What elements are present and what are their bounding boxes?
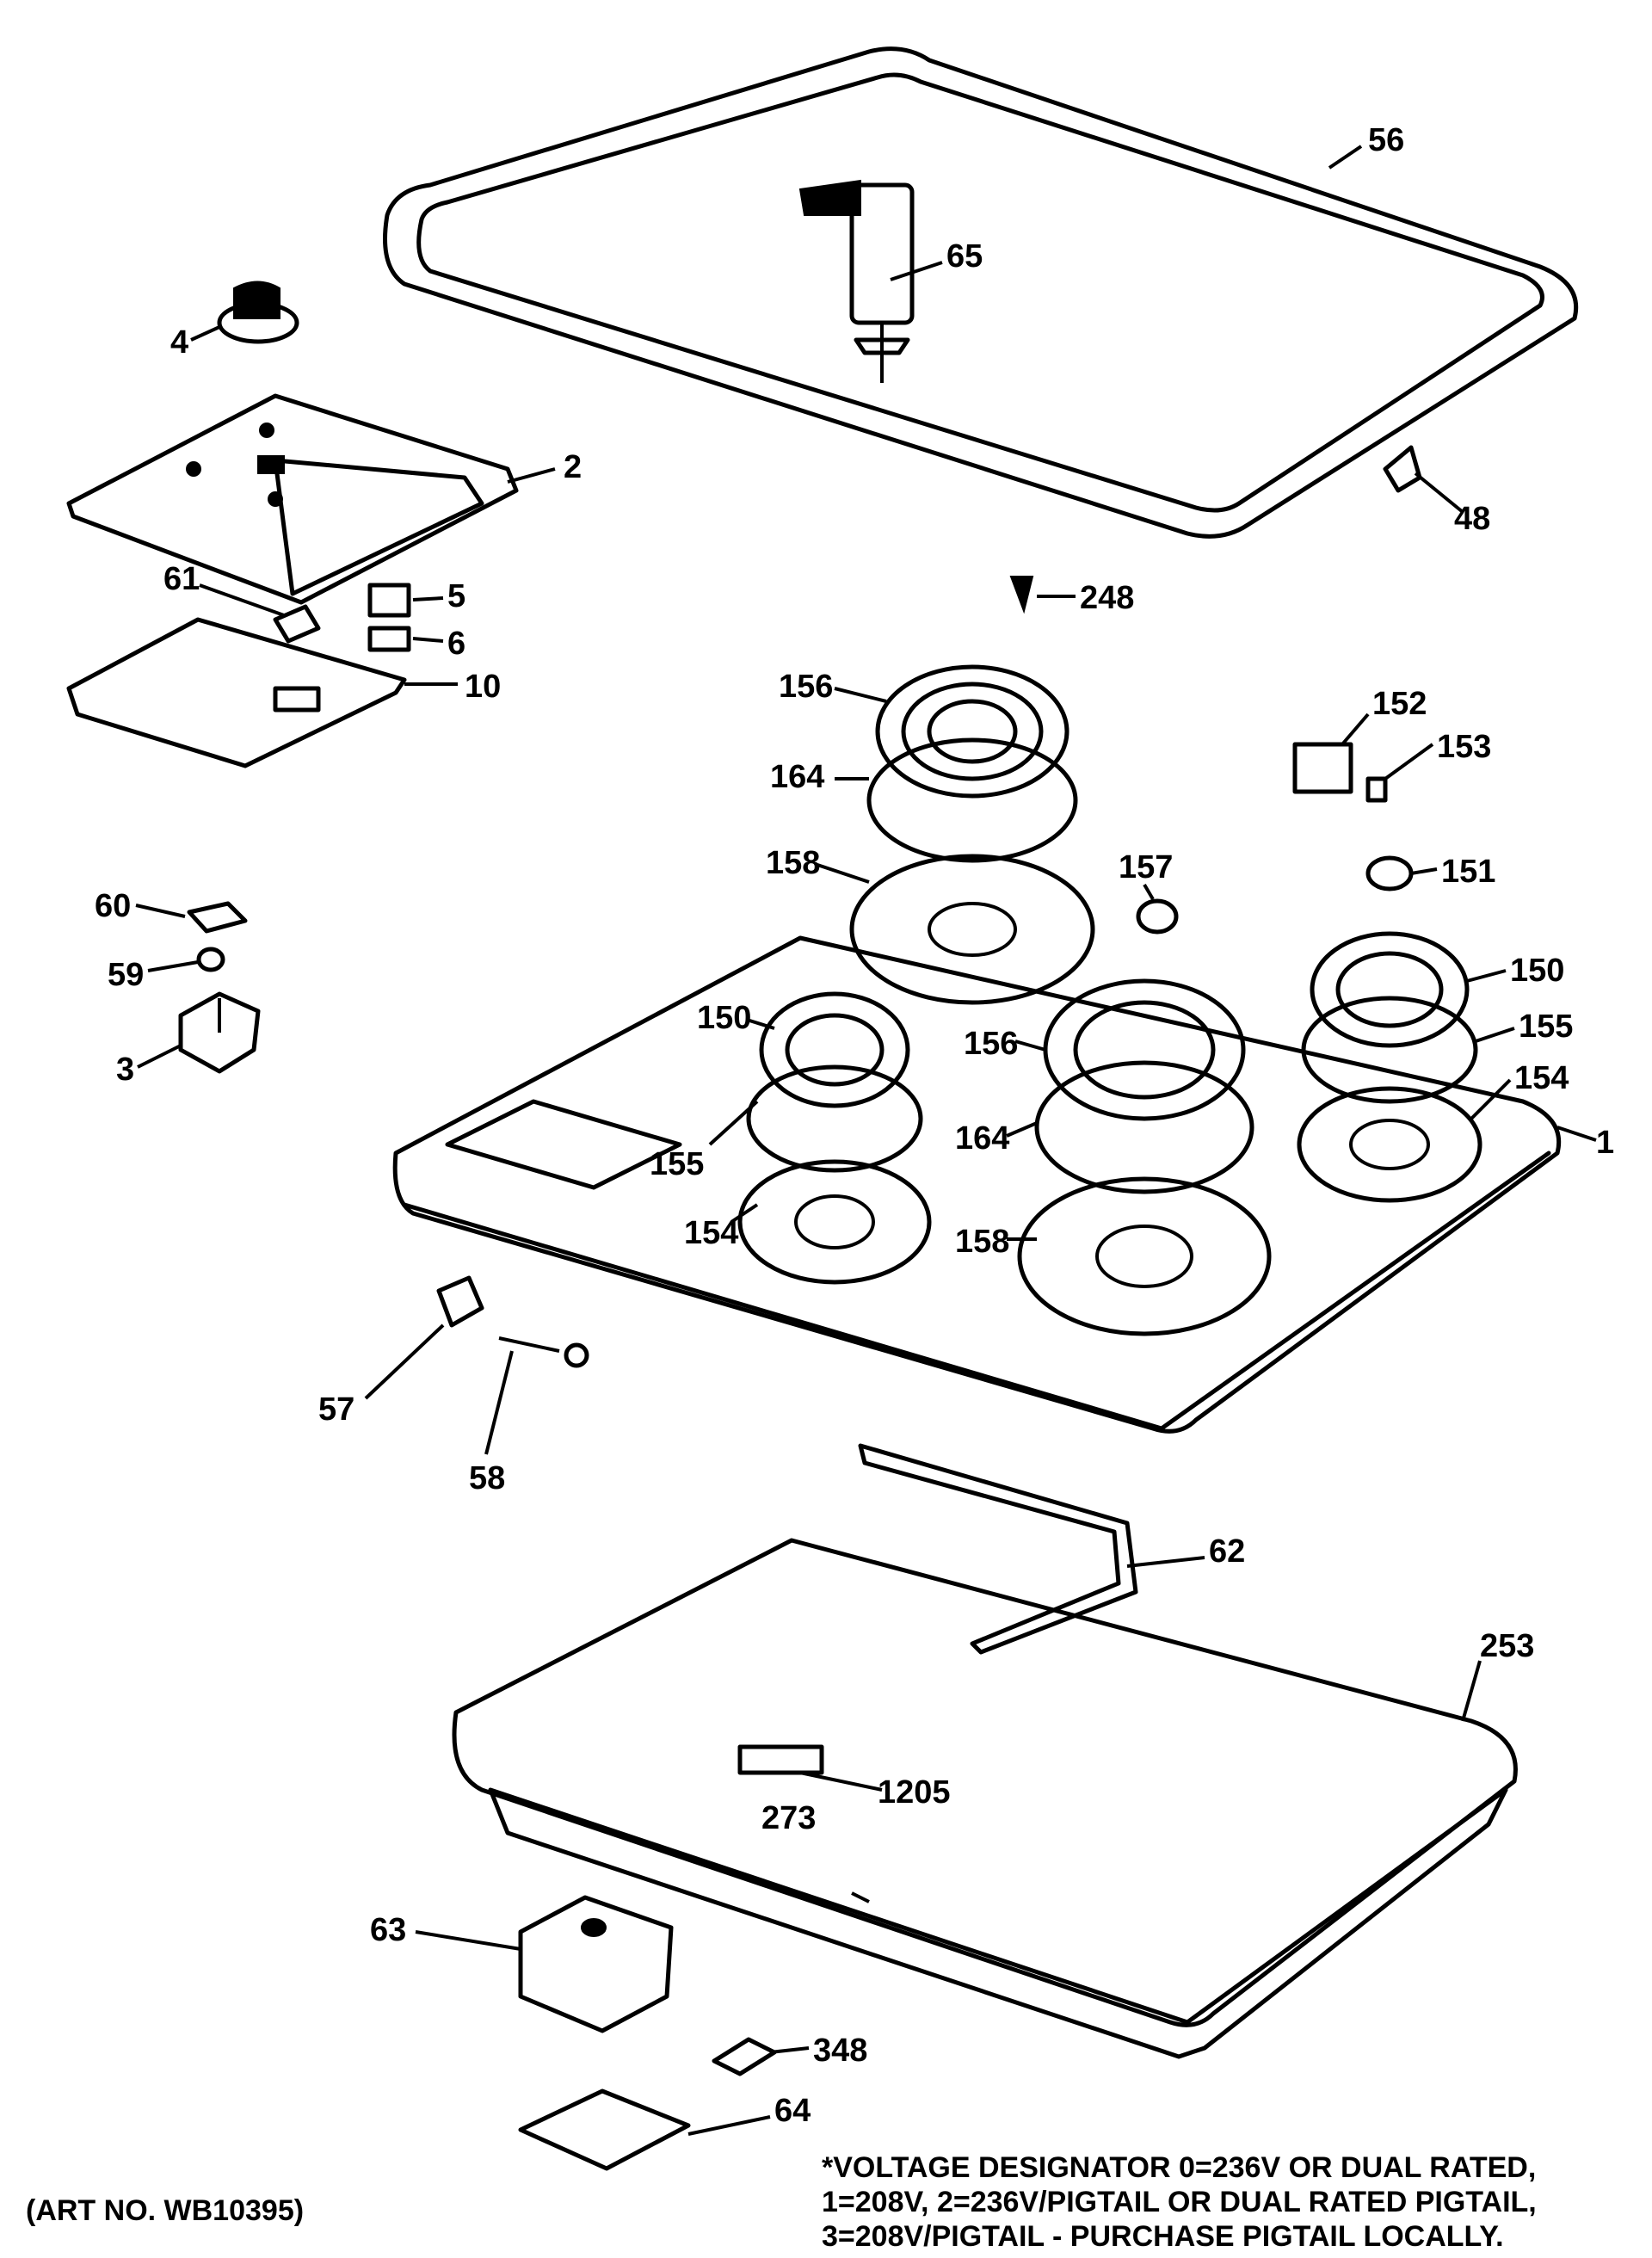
callout-150-left: 150 <box>697 1000 751 1036</box>
callout-56: 56 <box>1368 122 1404 158</box>
callout-253: 253 <box>1480 1628 1534 1664</box>
callout-63: 63 <box>370 1912 406 1948</box>
bolt-part <box>498 1336 589 1368</box>
callout-157: 157 <box>1119 849 1173 885</box>
callout-348: 348 <box>813 2033 867 2069</box>
label-60-part <box>187 901 248 934</box>
retainer-clip-part <box>436 1275 484 1328</box>
infinite-switch-part <box>178 991 261 1074</box>
cover-plate-64-part <box>518 2088 691 2171</box>
callout-65: 65 <box>946 238 983 275</box>
callout-6: 6 <box>447 626 465 662</box>
callout-164-center: 164 <box>955 1120 1009 1157</box>
callout-61: 61 <box>163 561 200 597</box>
callout-48: 48 <box>1454 501 1490 537</box>
callout-155-left: 155 <box>650 1146 704 1182</box>
callout-156-top: 156 <box>779 669 833 705</box>
callout-62: 62 <box>1209 1533 1245 1570</box>
voltage-note-line-2: 1=208V, 2=236V/PIGTAIL OR DUAL RATED PIG… <box>822 2186 1537 2218</box>
trim-frame-part <box>383 46 1579 539</box>
callout-64: 64 <box>774 2093 811 2129</box>
voltage-note-line-1: *VOLTAGE DESIGNATOR 0=236V OR DUAL RATED… <box>822 2151 1536 2184</box>
callout-57: 57 <box>318 1391 354 1428</box>
callout-60: 60 <box>95 888 131 924</box>
bracket-348-part <box>712 2037 777 2076</box>
spacer-59-part <box>196 947 225 972</box>
switch-part <box>367 583 411 618</box>
small-burner-right-part <box>1297 931 1482 1203</box>
burner-box-part <box>452 1538 1518 2059</box>
voltage-note-line-3: 3=208V/PIGTAIL - PURCHASE PIGTAIL LOCALL… <box>822 2220 1504 2253</box>
callout-154-left: 154 <box>684 1215 738 1251</box>
cover-plate-part <box>858 1443 1138 1655</box>
screw-part <box>1009 576 1034 614</box>
leader-lines <box>135 145 1597 2136</box>
callout-154-right: 154 <box>1514 1060 1569 1096</box>
callout-2: 2 <box>564 449 582 485</box>
mounting-board-part <box>66 617 407 768</box>
callout-155-right: 155 <box>1519 1009 1573 1045</box>
callout-151: 151 <box>1441 854 1495 890</box>
callout-3: 3 <box>116 1052 134 1088</box>
mounting-clip-part <box>1383 445 1422 493</box>
control-panel-part <box>66 393 519 605</box>
control-knob-part <box>217 281 299 344</box>
callout-5: 5 <box>447 578 465 614</box>
switch-plate-part <box>367 626 411 652</box>
small-burner-left-part <box>737 991 932 1285</box>
callout-10: 10 <box>465 669 501 705</box>
callout-248: 248 <box>1080 580 1134 616</box>
callout-1: 1 <box>1596 1125 1614 1161</box>
callout-273: 273 <box>761 1800 816 1836</box>
callout-58: 58 <box>469 1460 505 1496</box>
callout-158-top: 158 <box>766 845 820 881</box>
callout-150-right: 150 <box>1510 953 1564 989</box>
terminal-block-part <box>1292 742 1353 794</box>
callout-59: 59 <box>108 957 144 993</box>
grommet-157-part <box>1136 898 1179 935</box>
callout-152: 152 <box>1372 686 1427 722</box>
callout-164-top: 164 <box>770 759 824 795</box>
callout-4: 4 <box>170 324 188 361</box>
insulation-block-part <box>518 1895 674 2033</box>
callout-1205: 1205 <box>878 1774 951 1811</box>
cooktop-main-top-part <box>392 935 1562 1434</box>
callout-153: 153 <box>1437 729 1491 765</box>
terminal-clip-part <box>1365 776 1388 803</box>
grommet-151-part <box>1365 855 1414 891</box>
callout-158-center: 158 <box>955 1224 1009 1260</box>
small-bracket-part <box>273 604 321 644</box>
art-number: (ART NO. WB10395) <box>26 2194 304 2227</box>
large-burner-left-part <box>849 664 1095 1005</box>
callout-156-center: 156 <box>964 1026 1018 1062</box>
clamp-bracket-part <box>798 179 915 383</box>
